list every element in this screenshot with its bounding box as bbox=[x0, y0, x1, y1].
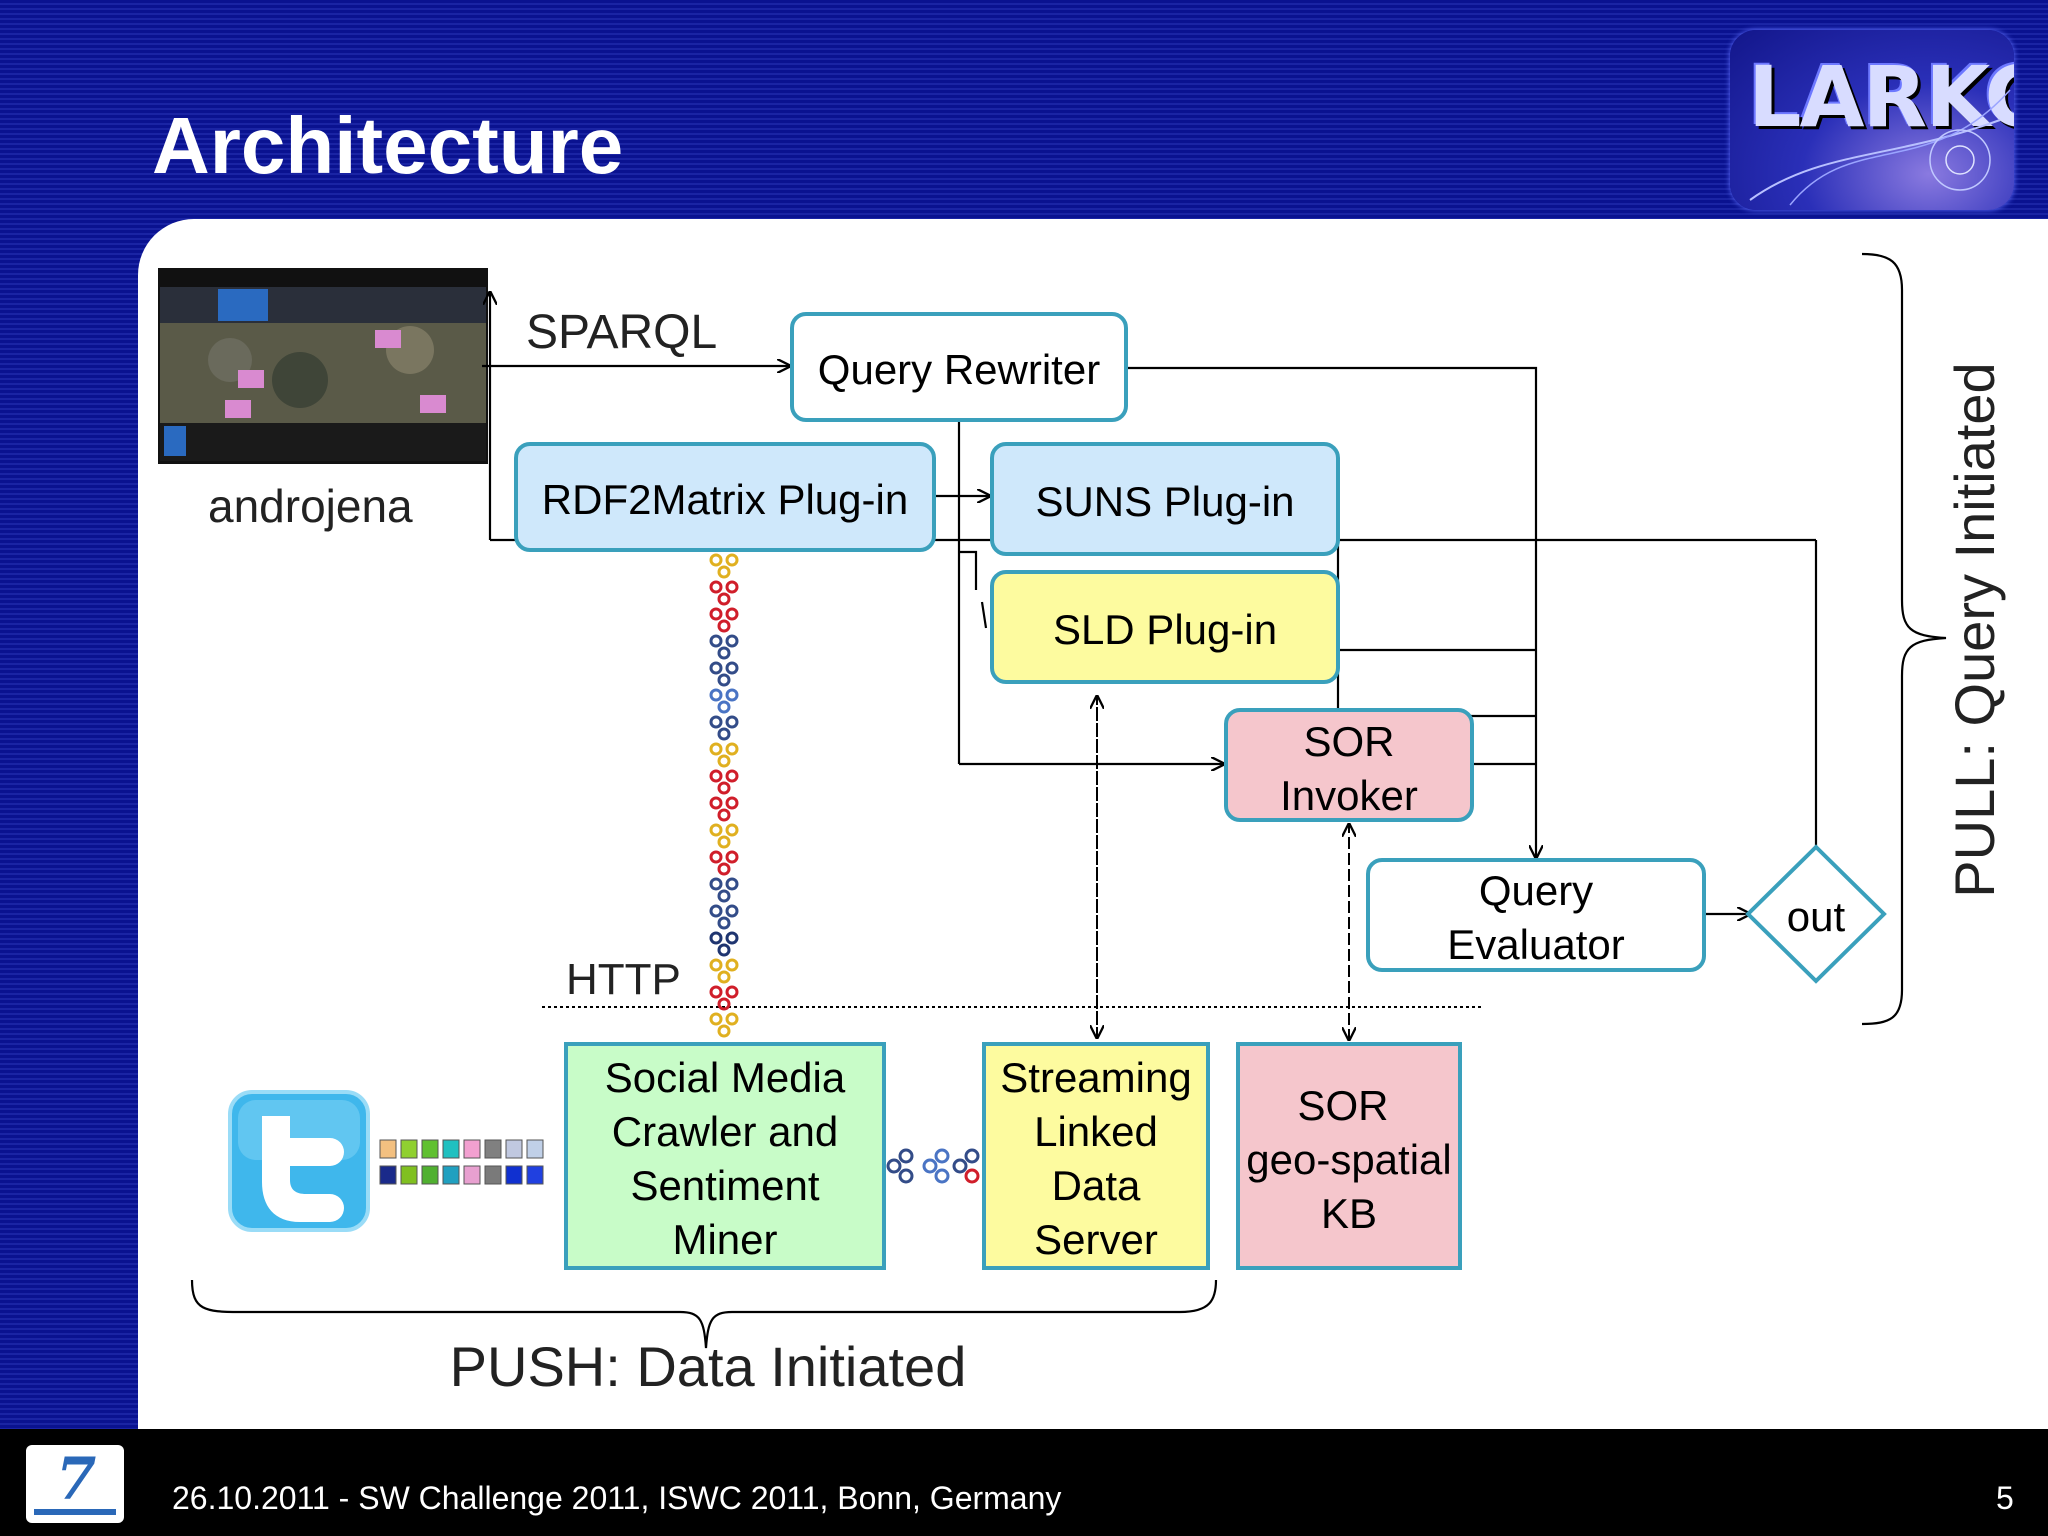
chain-link bbox=[709, 850, 739, 876]
tweet-square bbox=[463, 1139, 481, 1159]
pull-brace bbox=[1861, 252, 1947, 1026]
chain-link bbox=[709, 823, 739, 849]
rewriter-to-evaluator bbox=[1127, 366, 1536, 858]
trunk-to-sld bbox=[959, 550, 978, 590]
out-diamond bbox=[1745, 844, 1887, 984]
chain-link bbox=[709, 769, 739, 795]
tweet-square bbox=[421, 1165, 439, 1185]
sparql-label: SPARQL bbox=[526, 306, 717, 359]
footer-text: 26.10.2011 - SW Challenge 2011, ISWC 201… bbox=[172, 1480, 1062, 1516]
chain-link bbox=[709, 607, 739, 633]
crawler-label-line4: Miner bbox=[672, 1216, 777, 1263]
crawler-box bbox=[564, 1042, 886, 1270]
androjena-label: androjena bbox=[208, 480, 413, 532]
tweet-square bbox=[463, 1165, 481, 1185]
chain-link bbox=[709, 715, 739, 741]
sld-plugin-label: SLD Plug-in bbox=[1053, 606, 1277, 653]
chain-link bbox=[709, 553, 739, 579]
chain-link bbox=[709, 985, 739, 1011]
androjena-phone-screenshot bbox=[158, 268, 488, 464]
suns-plugin-box bbox=[990, 442, 1340, 556]
sor-kb-label-line1: SOR bbox=[1297, 1082, 1388, 1129]
page-number: 5 bbox=[1996, 1480, 2014, 1516]
chain-link bbox=[709, 904, 739, 930]
query-evaluator-label-line2: Evaluator bbox=[1447, 921, 1624, 968]
query-rewriter-label: Query Rewriter bbox=[818, 346, 1100, 393]
chain-link bbox=[709, 580, 739, 606]
tweet-square bbox=[526, 1139, 544, 1159]
sor-invoker-label-line2: Invoker bbox=[1280, 772, 1418, 819]
slide-title: Architecture bbox=[152, 101, 624, 190]
rdf2matrix-label: RDF2Matrix Plug-in bbox=[542, 476, 908, 523]
pull-label: PULL: Query Initiated bbox=[1943, 362, 2006, 897]
chain-link bbox=[709, 877, 739, 903]
tweet-square bbox=[526, 1165, 544, 1185]
chain-link bbox=[709, 742, 739, 768]
chain-link bbox=[709, 688, 739, 714]
chain-link bbox=[709, 931, 739, 957]
sor-kb-label-line3: KB bbox=[1321, 1190, 1377, 1237]
tweet-square bbox=[484, 1139, 502, 1159]
sor-invoker-label-line1: SOR bbox=[1303, 718, 1394, 765]
footer-bar bbox=[0, 1429, 2048, 1536]
suns-plugin-label: SUNS Plug-in bbox=[1035, 478, 1294, 525]
streaming-label-line3: Data bbox=[1052, 1162, 1141, 1209]
larkc-logo: LARKC bbox=[1730, 30, 2014, 210]
tweet-stream-squares bbox=[379, 1139, 544, 1185]
crawler-label-line3: Sentiment bbox=[630, 1162, 819, 1209]
tweet-square bbox=[484, 1165, 502, 1185]
chain-link bbox=[709, 634, 739, 660]
sor-invoker-box bbox=[1224, 708, 1474, 822]
query-evaluator-box bbox=[1366, 858, 1706, 972]
dashed-connectors bbox=[1097, 696, 1349, 1040]
streaming-label-line4: Server bbox=[1034, 1216, 1158, 1263]
sld-tick bbox=[980, 601, 988, 629]
rdf-triple-chain bbox=[709, 553, 739, 1038]
sld-plugin-box bbox=[990, 570, 1340, 684]
fp7-logo-numeral: 7 bbox=[56, 1445, 97, 1513]
tweet-square bbox=[442, 1165, 460, 1185]
logo-swirl-graphic bbox=[1749, 89, 2011, 206]
tweet-square bbox=[421, 1139, 439, 1159]
tweet-square bbox=[379, 1165, 397, 1185]
tweet-square bbox=[400, 1165, 418, 1185]
out-label: out bbox=[1787, 893, 1846, 940]
streaming-server-box bbox=[982, 1042, 1210, 1270]
twitter-icon bbox=[228, 1090, 370, 1232]
tweet-square bbox=[505, 1165, 523, 1185]
rdf2matrix-box bbox=[514, 442, 936, 552]
tweet-square bbox=[379, 1139, 397, 1159]
tweet-square bbox=[442, 1139, 460, 1159]
triple-link-icon bbox=[886, 1148, 980, 1184]
crawler-label-line2: Crawler and bbox=[612, 1108, 838, 1155]
chain-link bbox=[709, 661, 739, 687]
query-rewriter-box bbox=[790, 312, 1128, 422]
chain-link bbox=[709, 958, 739, 984]
fp7-logo-bar bbox=[34, 1509, 116, 1515]
query-evaluator-label-line1: Query bbox=[1479, 867, 1593, 914]
sor-kb-label-line2: geo-spatial bbox=[1246, 1136, 1451, 1183]
streaming-label-line1: Streaming bbox=[1000, 1054, 1191, 1101]
sor-kb-box bbox=[1236, 1042, 1462, 1270]
chain-link bbox=[709, 796, 739, 822]
chain-link bbox=[709, 1012, 739, 1038]
crawler-label-line1: Social Media bbox=[605, 1054, 846, 1101]
streaming-label-line2: Linked bbox=[1034, 1108, 1158, 1155]
tweet-square bbox=[400, 1139, 418, 1159]
push-brace bbox=[190, 1279, 1218, 1349]
http-label: HTTP bbox=[566, 955, 681, 1004]
push-label: PUSH: Data Initiated bbox=[450, 1335, 967, 1398]
tweet-square bbox=[505, 1139, 523, 1159]
fp7-logo: 7 bbox=[26, 1445, 124, 1523]
